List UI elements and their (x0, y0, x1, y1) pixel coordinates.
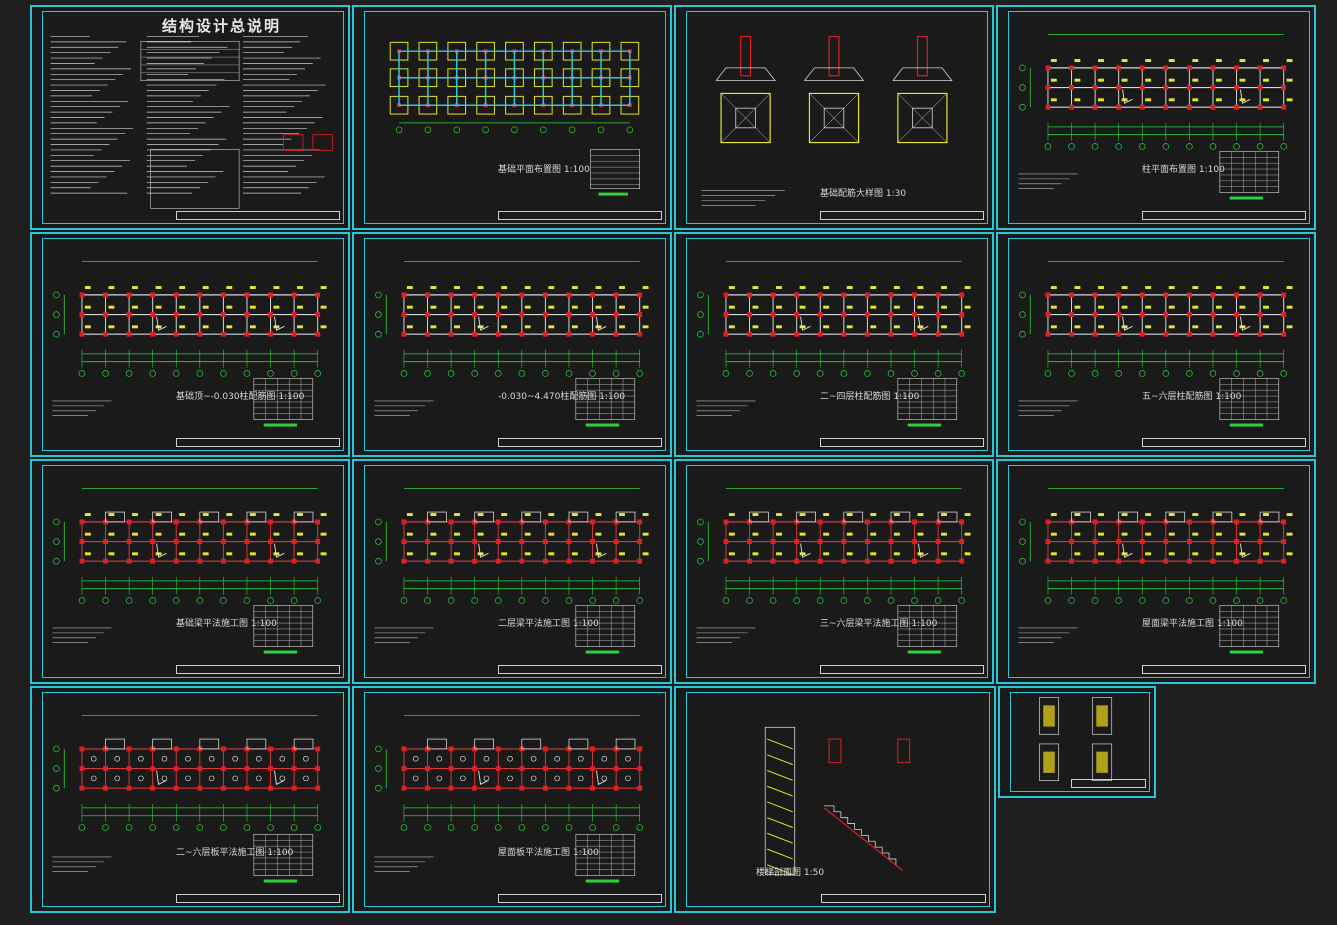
drawing-sheet-9[interactable]: 基础梁平法施工图 1:100 (30, 459, 350, 684)
drawing-sheet-12[interactable]: 屋面梁平法施工图 1:100 (996, 459, 1316, 684)
sheet-title: 屋面梁平法施工图 1:100 (1142, 619, 1243, 629)
drawing-sheet-2[interactable]: 基础平面布置图 1:100 (352, 5, 672, 230)
sheet-border (364, 692, 666, 907)
sheet-title: 楼梯剖面图 1:50 (756, 868, 825, 878)
sheet-title: 基础配筋大样图 1:30 (820, 189, 907, 199)
drawing-sheet-8[interactable]: 五~六层柱配筋图 1:100 (996, 232, 1316, 457)
sheet-border (364, 465, 666, 678)
sheet-title: 二层梁平法施工图 1:100 (498, 619, 599, 629)
title-block (498, 894, 662, 903)
sheet-drawing (1018, 34, 1293, 200)
title-block (820, 665, 984, 674)
drawing-sheet-1[interactable]: 结构设计总说明 (30, 5, 350, 230)
sheet-title: 柱平面布置图 1:100 (1142, 165, 1225, 175)
sheet-border (1008, 465, 1310, 678)
title-block (176, 438, 340, 447)
sheet-drawing (764, 726, 911, 876)
title-block (498, 438, 662, 447)
sheet-drawing (696, 488, 971, 654)
drawing-sheet-13[interactable]: 二~六层板平法施工图 1:100 (30, 686, 350, 913)
sheet-border (686, 692, 990, 907)
sheet-border (1010, 692, 1150, 792)
sheet-drawing (389, 41, 640, 196)
sheet-title: 三~六层梁平法施工图 1:100 (820, 619, 938, 629)
title-block (498, 211, 662, 220)
sheet-border (1008, 238, 1310, 451)
drawing-sheet-7[interactable]: 二~四层柱配筋图 1:100 (674, 232, 994, 457)
drawing-sheet-15[interactable]: 楼梯剖面图 1:50 (674, 686, 996, 913)
sheet-title: 屋面板平法施工图 1:100 (498, 848, 599, 858)
drawing-sheet-11[interactable]: 三~六层梁平法施工图 1:100 (674, 459, 994, 684)
sheet-border (686, 11, 988, 224)
title-block (176, 665, 340, 674)
sheet-title: -0.030~4.470柱配筋图 1:100 (498, 392, 626, 402)
sheet-drawing (52, 488, 327, 654)
title-block (1071, 779, 1146, 788)
drawing-sheet-5[interactable]: 基础顶~-0.030柱配筋图 1:100 (30, 232, 350, 457)
title-block (1142, 665, 1306, 674)
title-block (176, 211, 340, 220)
sheet-border (364, 11, 666, 224)
title-block (176, 894, 340, 903)
drawing-sheet-14[interactable]: 屋面板平法施工图 1:100 (352, 686, 672, 913)
title-block (498, 665, 662, 674)
sheet-title: 二~六层板平法施工图 1:100 (176, 848, 294, 858)
sheet-border (364, 238, 666, 451)
sheet-drawing (701, 35, 953, 206)
sheet-title: 基础顶~-0.030柱配筋图 1:100 (176, 392, 305, 402)
sheet-drawing (52, 715, 322, 883)
sheet-drawing (374, 488, 649, 654)
sheet-drawing (1018, 488, 1293, 654)
sheet-border (1008, 11, 1310, 224)
sheet-border (42, 465, 344, 678)
title-block (820, 211, 984, 220)
sheet-title: 二~四层柱配筋图 1:100 (820, 392, 920, 402)
sheet-border (42, 692, 344, 907)
title-block (1142, 211, 1306, 220)
sheet-drawing (52, 261, 327, 427)
sheet-drawing (696, 261, 971, 427)
main-title: 结构设计总说明 (162, 17, 282, 35)
title-block (820, 438, 984, 447)
sheet-border (686, 238, 988, 451)
sheet-drawing (374, 261, 649, 427)
sheet-title: 基础梁平法施工图 1:100 (176, 619, 277, 629)
drawing-sheet-10[interactable]: 二层梁平法施工图 1:100 (352, 459, 672, 684)
drawing-sheet-16[interactable] (998, 686, 1156, 798)
sheet-border (686, 465, 988, 678)
sheet-title: 五~六层柱配筋图 1:100 (1142, 392, 1242, 402)
title-block (820, 894, 986, 903)
sheet-drawing (50, 36, 333, 209)
sheet-drawing (374, 715, 644, 883)
sheet-drawing (1039, 697, 1113, 781)
title-block (1142, 438, 1306, 447)
drawing-sheet-6[interactable]: -0.030~4.470柱配筋图 1:100 (352, 232, 672, 457)
sheet-border (42, 11, 344, 224)
sheet-border (42, 238, 344, 451)
drawing-sheet-3[interactable]: 基础配筋大样图 1:30 (674, 5, 994, 230)
sheet-title: 基础平面布置图 1:100 (498, 165, 590, 175)
sheet-drawing (1018, 261, 1293, 427)
drawing-sheet-4[interactable]: 柱平面布置图 1:100 (996, 5, 1316, 230)
